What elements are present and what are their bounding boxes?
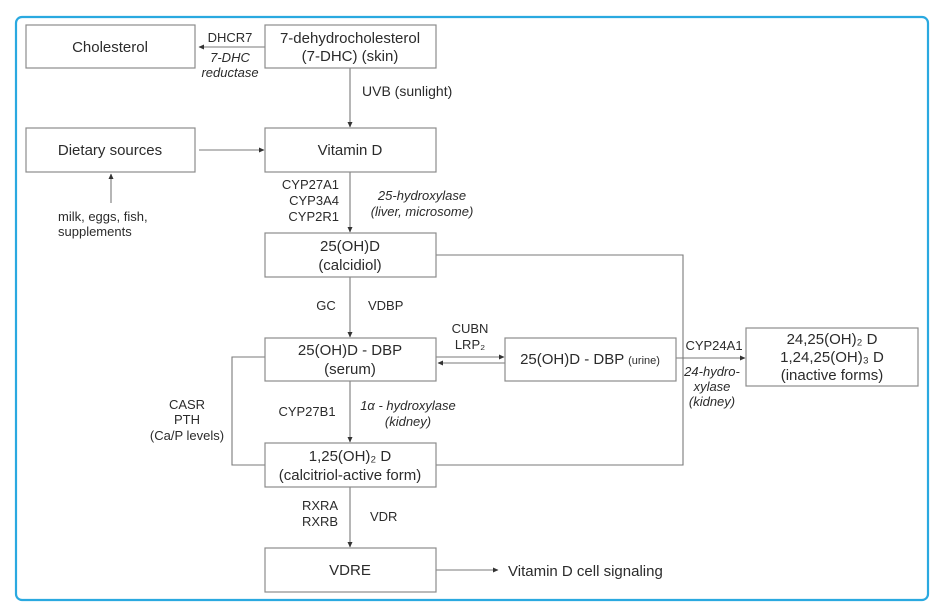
- cyp27b1-label: CYP27B1: [278, 404, 335, 419]
- dhc-reductase-line1: 7-DHC: [210, 50, 250, 65]
- hydroxylase1a-line2: (kidney): [385, 414, 431, 429]
- hydroxylase24-line1: 24-hydro-: [683, 364, 740, 379]
- calcidiol-box: [264, 232, 437, 278]
- calcidiol-label-line1: 25(OH)D: [320, 238, 380, 255]
- casr-label: CASR: [169, 397, 205, 412]
- vdre-box: [264, 547, 437, 593]
- dhcr7-label: DHCR7: [208, 30, 253, 45]
- dhc-box: [264, 24, 437, 69]
- dietary-sources-box: [25, 127, 196, 173]
- cyp27a1-label: CYP27A1: [282, 177, 339, 192]
- cholesterol-box: [25, 24, 196, 69]
- rxra-label: RXRA: [302, 498, 338, 513]
- serum-dbp-box: [264, 337, 437, 382]
- dietary-sources-label: Dietary sources: [58, 142, 162, 159]
- cyp3a4-label: CYP3A4: [289, 193, 339, 208]
- vdre-label: VDRE: [329, 562, 371, 579]
- gc-label: GC: [316, 298, 336, 313]
- urine-label: 25(OH)D - DBP (urine): [520, 351, 660, 368]
- serum-label-line1: 25(OH)D - DBP: [298, 342, 402, 359]
- ca-p-levels-label: (Ca/P levels): [150, 428, 224, 443]
- food-sources-line2: supplements: [58, 224, 132, 239]
- rxrb-label: RXRB: [302, 514, 338, 529]
- inactive-label-line1: 24,25(OH)₂ D: [787, 331, 878, 348]
- figure-frame: [14, 15, 930, 602]
- urine-label-main: 25(OH)D - DBP: [520, 351, 628, 368]
- pth-label: PTH: [174, 412, 200, 427]
- hydroxylase25-line2: (liver, microsome): [371, 204, 474, 219]
- dhc-reductase-line2: reductase: [201, 65, 258, 80]
- food-sources-line1: milk, eggs, fish,: [58, 209, 148, 224]
- calcitriol-label-line1: 1,25(OH)₂ D: [309, 448, 392, 465]
- feedback-loop-line: [231, 356, 265, 466]
- dhc-label-line2: (7-DHC) (skin): [302, 48, 399, 65]
- inactive-label-line2: 1,24,25(OH)₃ D: [780, 349, 884, 366]
- cyp2r1-label: CYP2R1: [288, 209, 339, 224]
- hydroxylase24-line3: (kidney): [689, 394, 735, 409]
- inactive-forms-box: [745, 327, 919, 387]
- lrp2-label: LRP₂: [455, 337, 485, 352]
- serum-label-line2: (serum): [324, 361, 376, 378]
- dhc-label-line1: 7-dehydrocholesterol: [280, 30, 420, 47]
- hydroxylase1a-line1: 1α - hydroxylase: [360, 398, 456, 413]
- urine-dbp-box: [504, 337, 677, 382]
- cyp24a1-label: CYP24A1: [685, 338, 742, 353]
- hydroxylase25-line1: 25-hydroxylase: [377, 188, 466, 203]
- vdr-label: VDR: [370, 509, 397, 524]
- calcitriol-label-line2: (calcitriol-active form): [279, 467, 422, 484]
- uvb-label: UVB (sunlight): [362, 83, 452, 99]
- cubn-label: CUBN: [452, 321, 489, 336]
- cell-signaling-label: Vitamin D cell signaling: [508, 563, 663, 580]
- urine-label-small: (urine): [628, 355, 660, 367]
- vdbp-label: VDBP: [368, 298, 403, 313]
- hydroxylase24-line2: xylase: [693, 379, 731, 394]
- catabolism-bracket-line: [436, 254, 684, 466]
- vitamin-d-box: [264, 127, 437, 173]
- calcidiol-label-line2: (calcidiol): [318, 257, 381, 274]
- inactive-label-line3: (inactive forms): [781, 367, 884, 384]
- calcitriol-box: [264, 442, 437, 488]
- vitamin-d-label: Vitamin D: [318, 142, 383, 159]
- cholesterol-label: Cholesterol: [72, 39, 148, 56]
